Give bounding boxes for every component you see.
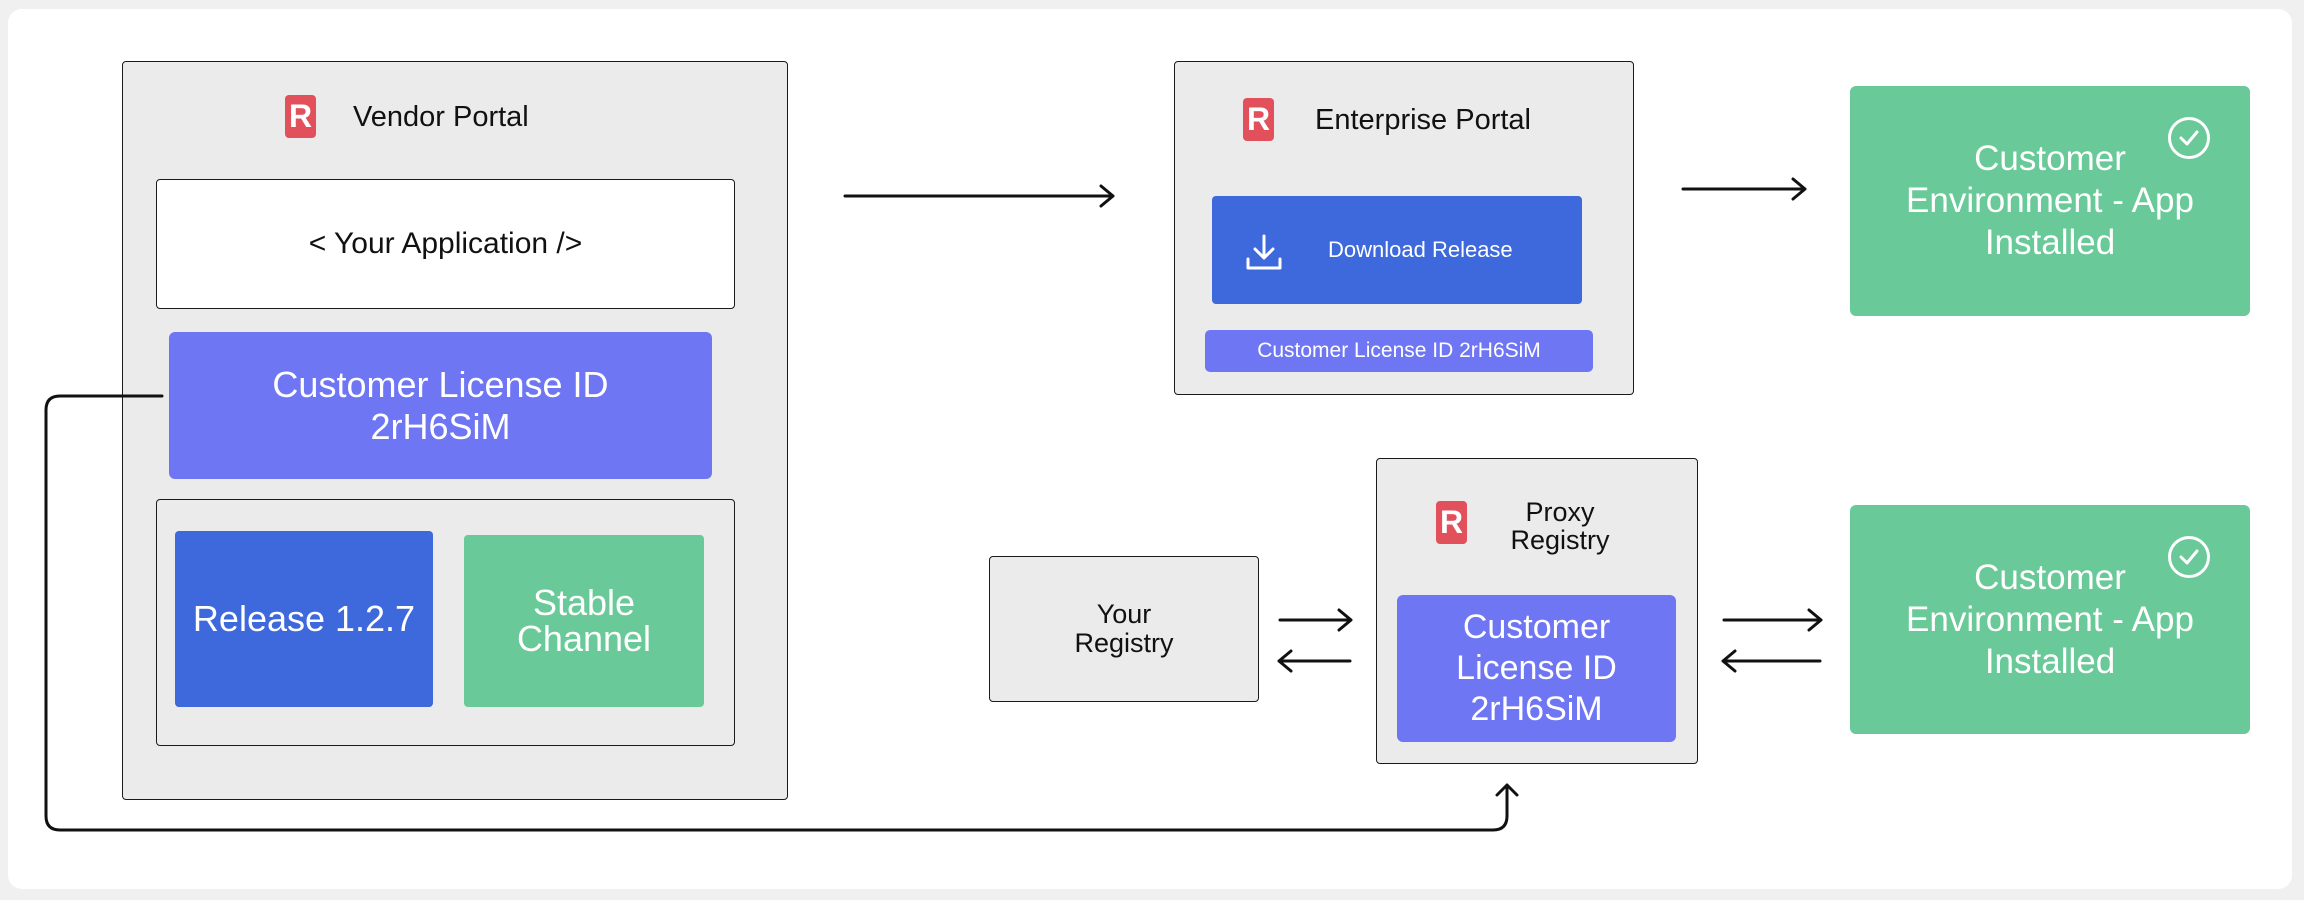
vendor-license-box: Customer License ID 2rH6SiM (169, 332, 712, 479)
checkmark-icon (2168, 117, 2210, 159)
your-application-box: < Your Application /> (156, 179, 735, 309)
stable-channel-box: Stable Channel (464, 535, 704, 707)
stable-channel-line1: Stable (532, 582, 636, 623)
enterprise-license-box: Customer License ID 2rH6SiM (1205, 330, 1593, 372)
proxy-registry-logo-icon: R (1436, 501, 1467, 544)
release-box: Release 1.2.7 (175, 531, 433, 707)
release-channel-group (156, 499, 735, 746)
vendor-portal-logo-icon: R (285, 95, 316, 138)
proxy-license-line3: 2rH6SiM (1470, 690, 1603, 728)
customer-env-bottom-line1: Customer (1974, 557, 2126, 597)
your-registry-box: Your Registry (989, 556, 1259, 702)
release-label: Release 1.2.7 (192, 598, 416, 639)
stable-channel-line2: Channel (516, 618, 652, 659)
download-release-button[interactable]: Download Release (1212, 196, 1582, 304)
arrow-proxy-to-your-registry (1277, 649, 1352, 673)
arrow-license-to-proxy (44, 394, 1519, 832)
arrow-customer-to-proxy (1721, 649, 1822, 673)
download-release-label: Download Release (1328, 237, 1513, 262)
customer-env-bottom-line2: Environment - App (1906, 599, 2194, 639)
arrow-proxy-to-customer (1722, 608, 1823, 632)
arrow-vendor-to-enterprise (843, 184, 1115, 208)
proxy-license-line2: License ID (1456, 649, 1617, 687)
proxy-registry-title: Proxy Registry (1490, 495, 1630, 557)
vendor-license-line2: 2rH6SiM (370, 405, 511, 447)
arrow-your-registry-to-proxy (1278, 608, 1353, 632)
customer-env-top-line2: Environment - App (1906, 181, 2194, 220)
your-registry-line1: Your (1096, 599, 1152, 629)
your-application-label: < Your Application /> (308, 227, 583, 260)
customer-env-bottom-line3: Installed (1984, 641, 2116, 681)
enterprise-portal-title: Enterprise Portal (1315, 104, 1531, 136)
proxy-license-line1: Customer (1462, 608, 1611, 646)
download-icon (1246, 234, 1282, 270)
proxy-registry-line2: Registry (1510, 525, 1610, 555)
customer-env-top-line3: Installed (1984, 223, 2116, 262)
enterprise-portal-logo-icon: R (1243, 98, 1274, 141)
vendor-portal-title: Vendor Portal (353, 101, 529, 133)
arrow-enterprise-to-customer (1681, 177, 1807, 201)
customer-environment-bottom: Customer Environment - App Installed (1850, 505, 2250, 734)
proxy-registry-line1: Proxy (1525, 497, 1595, 527)
customer-env-top-line1: Customer (1974, 139, 2126, 178)
checkmark-icon (2168, 536, 2210, 578)
enterprise-license-label: Customer License ID 2rH6SiM (1257, 339, 1541, 362)
proxy-license-box: Customer License ID 2rH6SiM (1397, 595, 1676, 742)
vendor-license-line1: Customer License ID (272, 363, 609, 405)
your-registry-line2: Registry (1074, 628, 1174, 658)
